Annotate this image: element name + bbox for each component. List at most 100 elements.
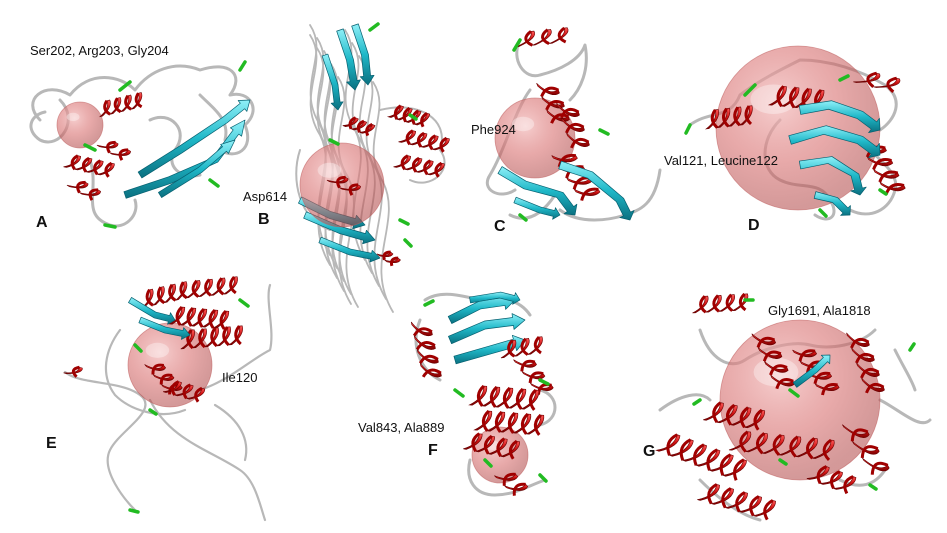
panel-b [295, 22, 450, 313]
residue-label-f: Val843, Ala889 [358, 420, 445, 435]
panel-letter-c: C [494, 218, 506, 235]
coil-strand [104, 328, 187, 415]
turn-segment [403, 238, 413, 248]
beta-strand [138, 316, 191, 340]
turn-segment [208, 178, 220, 188]
turn-segment [512, 38, 522, 52]
beta-strand [137, 99, 251, 179]
beta-strand [792, 354, 831, 388]
panel-letter-f: F [428, 442, 438, 459]
coil-strand [658, 393, 712, 412]
turn-segment [238, 298, 250, 308]
turn-segment [743, 83, 757, 97]
turn-segment [103, 223, 117, 229]
turn-segment [328, 138, 340, 146]
turn-segment [423, 299, 435, 307]
residue-label-a: Ser202, Arg203, Gly204 [30, 43, 169, 58]
alpha-helix [494, 472, 529, 496]
panel-e [63, 276, 273, 522]
coil-strand [198, 283, 273, 392]
residue-label-g: Gly1691, Ala1818 [768, 303, 871, 318]
residue-label-c: Phe924 [471, 122, 516, 137]
alpha-helix [703, 401, 766, 431]
alpha-helix [515, 26, 569, 48]
beta-strand [798, 156, 867, 196]
panel-letter-d: D [748, 217, 760, 234]
coil-strand [198, 93, 228, 142]
turn-segment [818, 208, 828, 218]
turn-segment [778, 458, 788, 466]
beta-strand [469, 291, 521, 305]
turn-segment [598, 128, 610, 136]
turn-segment [868, 483, 878, 491]
alpha-helix [162, 380, 206, 403]
alpha-helix [728, 430, 835, 461]
turn-segment [408, 113, 418, 121]
binding-pocket-sphere [299, 142, 385, 228]
turn-segment [538, 378, 550, 386]
turn-segment [788, 388, 800, 398]
turn-segment [483, 458, 493, 468]
alpha-helix [751, 333, 795, 390]
coil-strand [538, 388, 557, 427]
alpha-helix [342, 116, 376, 137]
turn-segment [118, 80, 132, 92]
turn-segment [128, 508, 140, 514]
turn-segment [368, 22, 380, 32]
alpha-helix [63, 365, 83, 378]
alpha-helix [463, 432, 521, 460]
beta-strand [788, 125, 881, 159]
alpha-helix [141, 281, 188, 309]
panel-letter-e: E [46, 435, 57, 452]
alpha-helix [63, 154, 115, 178]
panel-d [684, 45, 906, 221]
alpha-helix [556, 102, 590, 149]
turn-segment [453, 388, 465, 398]
alpha-helix [66, 180, 101, 201]
coil-strand [213, 403, 248, 462]
turn-segment [908, 342, 916, 352]
beta-strand [158, 139, 236, 198]
alpha-helix [842, 424, 890, 475]
turn-segment [692, 398, 702, 406]
beta-strand [128, 297, 176, 325]
beta-strand [813, 191, 851, 216]
sphere-highlight [317, 162, 342, 178]
binding-pocket-sphere [719, 319, 881, 481]
residue-label-d: Val121, Leucine122 [664, 153, 778, 168]
turn-segment [684, 123, 692, 135]
alpha-helix [468, 384, 540, 411]
sphere-highlight [66, 112, 80, 122]
alpha-helix [393, 154, 445, 178]
beta-strand [558, 160, 635, 221]
beta-strand [351, 23, 375, 86]
residue-label-b: Asp614 [243, 189, 287, 204]
turn-segment [133, 343, 143, 353]
beta-strand [321, 53, 344, 111]
turn-segment [878, 188, 888, 196]
coil-strand [31, 64, 255, 156]
alpha-helix [697, 483, 776, 521]
panel-letter-b: B [258, 211, 270, 228]
turn-segment [518, 213, 528, 222]
alpha-helix [180, 325, 243, 350]
alpha-helix [692, 292, 749, 314]
alpha-helix [806, 465, 857, 495]
turn-segment [238, 60, 247, 72]
alpha-helix [654, 433, 747, 481]
panel-g [654, 292, 932, 522]
alpha-helix [376, 250, 401, 267]
coil-strand [878, 398, 932, 425]
residue-label-e: Ile120 [222, 370, 257, 385]
alpha-helix [473, 409, 545, 436]
panel-c [486, 26, 662, 222]
beta-strand [798, 100, 881, 134]
beta-strand [453, 334, 526, 365]
alpha-helix [96, 140, 131, 161]
binding-pocket-sphere [56, 101, 104, 149]
coil-strand [698, 478, 762, 522]
alpha-helix [410, 321, 442, 378]
panel-letter-g: G [643, 443, 655, 460]
coil-strand [508, 193, 557, 220]
